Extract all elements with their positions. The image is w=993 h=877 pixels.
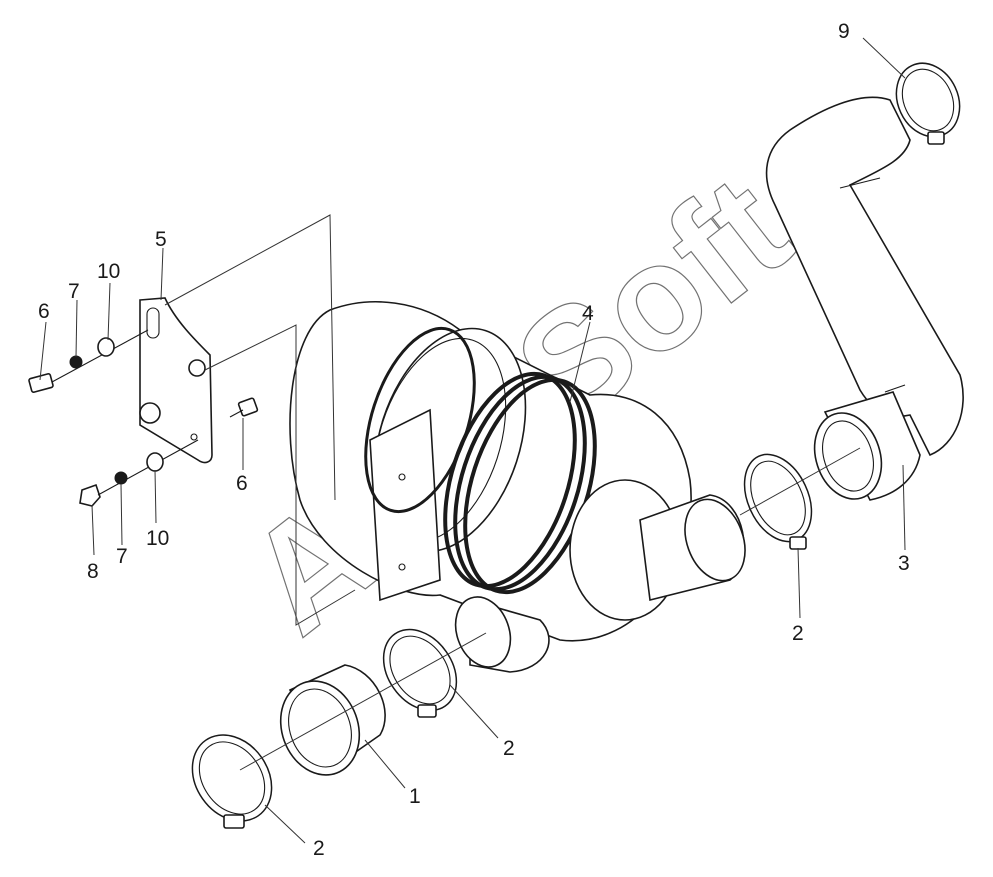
callout-10: 10	[97, 260, 120, 283]
flat-washer-10-upper	[97, 337, 115, 357]
spring-washer-7-lower	[114, 471, 128, 485]
callout-10: 10	[146, 527, 169, 550]
leader-lines	[39, 37, 906, 844]
outlet-axis-line	[739, 447, 861, 516]
nut-8	[79, 439, 199, 507]
callout-7: 7	[68, 280, 80, 303]
spring-washer-7-upper	[69, 355, 83, 369]
rubber-sleeve-1	[279, 664, 386, 776]
hose-clamp-2-lower-left	[191, 734, 273, 829]
callout-2: 2	[503, 737, 515, 760]
callout-8: 8	[87, 560, 99, 583]
air-cleaner-housing	[289, 301, 746, 673]
callout-6: 6	[236, 472, 248, 495]
bolt-6-lower	[229, 397, 259, 418]
inlet-axis-line	[239, 632, 487, 771]
callout-7: 7	[116, 545, 128, 568]
callout-6: 6	[38, 300, 50, 323]
hose-clamp-2-right	[743, 453, 813, 550]
outlet-elbow-hose	[765, 96, 964, 501]
callout-9: 9	[838, 20, 850, 43]
callout-1: 1	[409, 785, 421, 808]
flat-washer-10-lower	[146, 452, 164, 472]
callout-2: 2	[313, 837, 325, 860]
callout-5: 5	[155, 228, 167, 251]
callout-2: 2	[792, 622, 804, 645]
mounting-bracket	[139, 214, 356, 626]
callout-4: 4	[582, 302, 594, 325]
bolt-6-upper	[28, 329, 149, 393]
callout-3: 3	[898, 552, 910, 575]
hose-clamp-9	[895, 62, 961, 145]
